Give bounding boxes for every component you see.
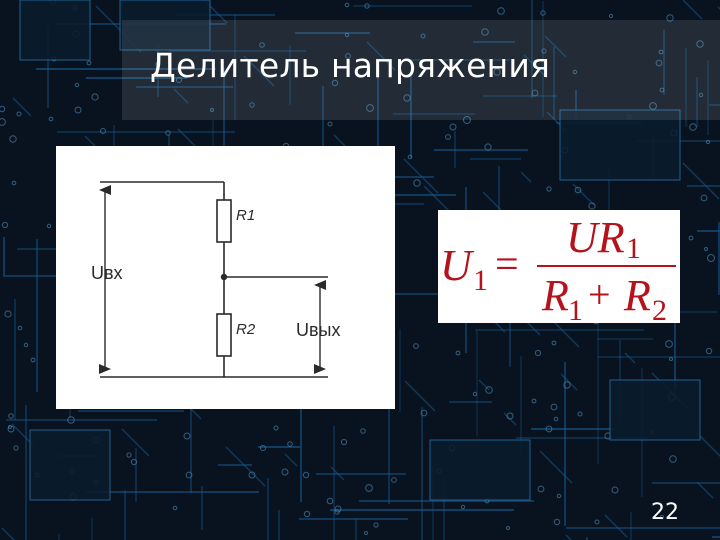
formula-lhs-symbol: U — [440, 241, 475, 290]
voltage-divider-formula: U 1 = UR 1 R 1 + R 2 — [440, 213, 676, 323]
resistor-1-label: R1 — [236, 207, 255, 224]
title-panel — [122, 20, 720, 120]
slide-title: Делитель напряжения — [150, 46, 551, 85]
formula-lhs-subscript: 1 — [473, 264, 488, 297]
formula-denominator-symbol-2: R — [623, 271, 651, 320]
formula-denominator-symbol-1: R — [541, 271, 569, 320]
formula-equals: = — [495, 242, 519, 288]
formula-numerator-symbol: UR — [566, 213, 625, 262]
formula-denominator-subscript-1: 1 — [568, 294, 583, 323]
formula-numerator-subscript: 1 — [626, 232, 641, 265]
voltage-divider-diagram: Uвх Uвых R1 R2 — [56, 146, 395, 409]
formula-denominator-subscript-2: 2 — [652, 294, 667, 323]
resistor-2-label: R2 — [236, 321, 256, 338]
resistor-r2 — [216, 313, 232, 357]
output-voltage-label: Uвых — [296, 320, 341, 340]
resistor-r1 — [216, 199, 232, 243]
input-voltage-label: Uвх — [91, 263, 123, 283]
formula-plus: + — [588, 272, 611, 317]
junction-node — [220, 273, 228, 281]
page-number: 22 — [651, 500, 679, 525]
formula-box: U 1 = UR 1 R 1 + R 2 — [438, 210, 680, 323]
